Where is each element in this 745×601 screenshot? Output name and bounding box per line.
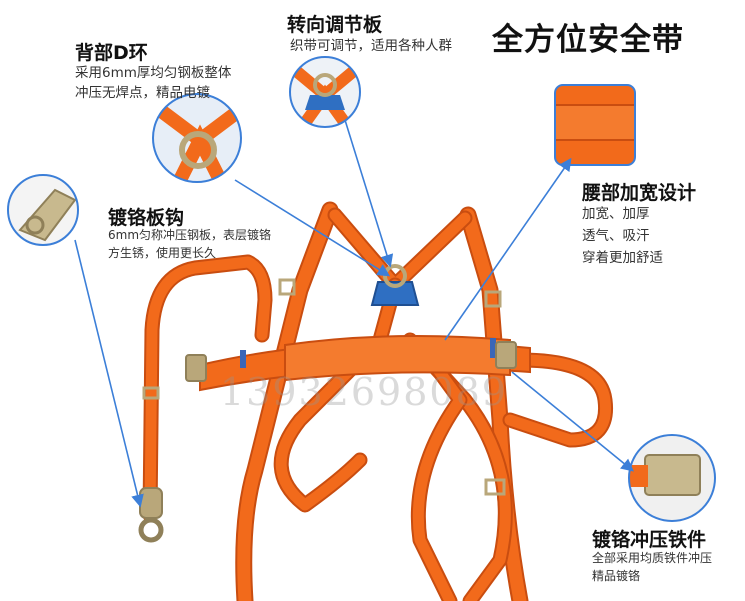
detail-ring-border-4: [554, 84, 636, 166]
lanyard-adjuster: [142, 386, 160, 400]
back-plate: [370, 264, 420, 306]
swivel-plate-description: 织带可调节，适用各种人群: [290, 38, 452, 54]
callout-arrows: [74, 119, 634, 508]
detail-back-d-ring: [153, 94, 241, 182]
belt-buckle-left-icon: [185, 354, 207, 382]
watermark-text: 13932698089: [220, 370, 508, 414]
detail-swivel-plate: [290, 57, 360, 127]
hook-heading: 镀铬板钩: [108, 207, 185, 229]
swivel-plate-heading: 转向调节板: [287, 14, 383, 36]
shoulder-buckle-right-icon: [484, 290, 502, 308]
buckle-description: 全部采用均质铁件冲压 精品镀铬: [592, 551, 713, 583]
detail-hook: [8, 175, 78, 245]
waist-heading: 腰部加宽设计: [582, 182, 697, 204]
detail-ring-border-3: [7, 174, 79, 246]
page-title: 全方位安全带: [492, 22, 684, 58]
detail-ring-border-2: [289, 56, 361, 128]
harness-straps: [235, 201, 614, 601]
shoulder-buckle-icon: [278, 278, 296, 296]
waist-description: 加宽、加厚 透气、吸汗 穿着更加舒适: [582, 206, 663, 266]
hook-description: 6mm匀称冲压钢板，表层镀铬 方生锈，使用更长久: [108, 228, 272, 260]
lanyard-strap: [142, 254, 273, 523]
waist-belt: [199, 335, 531, 392]
detail-ring-border-5: [628, 434, 716, 522]
detail-buckle: [629, 435, 715, 521]
back-d-ring-description: 采用6mm厚均匀钢板整体 冲压无焊点，精品电镀: [75, 65, 232, 101]
back-d-ring-heading: 背部D环: [75, 42, 148, 64]
lanyard-snap-hook-icon: [138, 487, 164, 543]
buckle-heading: 镀铬冲压铁件: [592, 529, 707, 551]
detail-ring-border-1: [152, 93, 242, 183]
detail-waist-pad: [555, 85, 635, 165]
belt-buckle-right-icon: [495, 341, 517, 369]
leg-buckle-icon: [484, 478, 506, 496]
